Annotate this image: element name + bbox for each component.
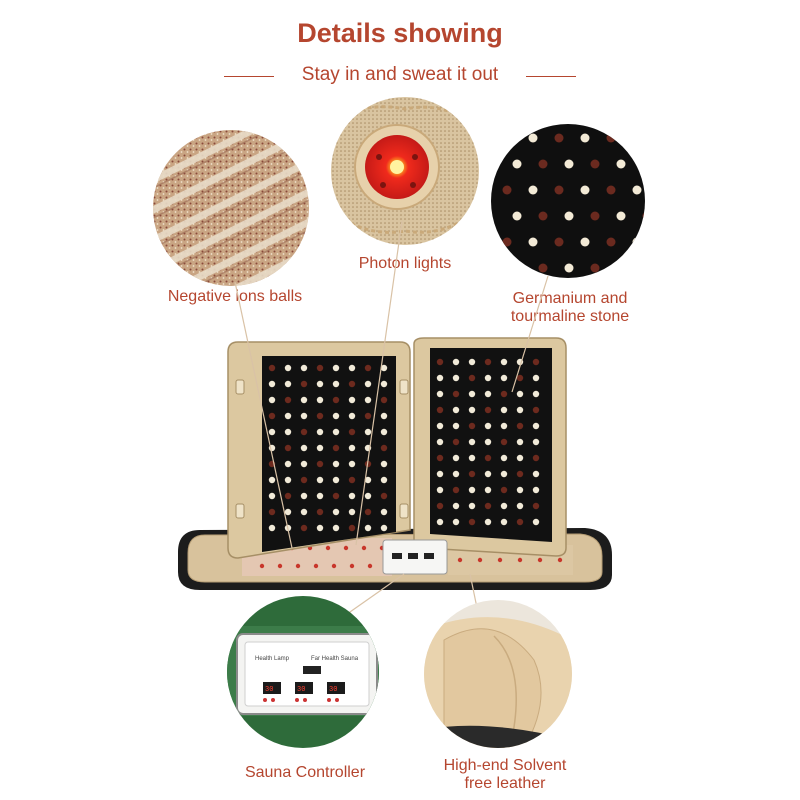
divider-right — [526, 76, 576, 77]
label-photon-lights: Photon lights — [358, 255, 452, 272]
leather-closeup — [424, 600, 572, 748]
label-germanium-line2: tourmaline stone — [510, 308, 630, 325]
svg-text:Far Health Sauna: Far Health Sauna — [311, 656, 359, 662]
divider-left — [224, 76, 274, 77]
page-subtitle: Stay in and sweat it out — [301, 64, 499, 85]
label-germanium-line1: Germanium and — [512, 290, 628, 307]
negative-ions-closeup — [153, 130, 309, 286]
svg-text:30: 30 — [265, 686, 273, 694]
label-negative-ions: Negative ions balls — [167, 288, 303, 305]
stones-closeup — [491, 124, 645, 278]
svg-text:30: 30 — [297, 686, 305, 694]
svg-text:Health Lamp: Health Lamp — [255, 656, 290, 662]
label-sauna-controller: Sauna Controller — [244, 764, 366, 781]
subtitle-row: Stay in and sweat it out — [0, 62, 800, 90]
photon-light-closeup — [331, 97, 479, 245]
controller-closeup: Health Lamp Far Health Sauna 30 30 30 — [227, 596, 379, 748]
page-title: Details showing — [297, 18, 503, 48]
svg-text:30: 30 — [329, 686, 337, 694]
label-leather-line2: free leather — [464, 775, 546, 792]
label-leather-line1: High-end Solvent — [443, 757, 567, 774]
